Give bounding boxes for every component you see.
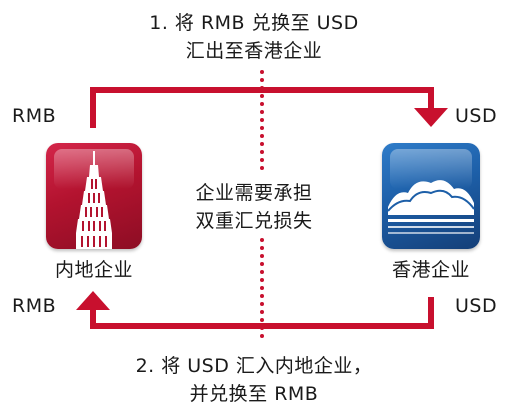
divider-dot (260, 166, 264, 170)
divider-dot (260, 102, 264, 106)
divider-dot (260, 326, 264, 330)
hongkong-enterprise-card (382, 143, 480, 249)
divider-dot (260, 70, 264, 74)
divider-dot (260, 254, 264, 258)
cloud-skyline-icon (387, 180, 475, 234)
divider-dot (260, 310, 264, 314)
divider-dot (260, 246, 264, 250)
divider-dot (260, 142, 264, 146)
dotted-divider (260, 70, 264, 338)
divider-dot (260, 334, 264, 338)
divider-dot (260, 110, 264, 114)
top-left-currency: RMB (12, 105, 57, 127)
divider-dot (260, 86, 264, 90)
divider-dot (260, 158, 264, 162)
skyscraper-icon (76, 151, 112, 249)
bottom-right-currency: USD (455, 295, 498, 317)
mainland-enterprise-label: 内地企业 (54, 259, 133, 281)
bottom-step-line1: 2. 将 USD 汇入内地企业， (135, 355, 373, 377)
divider-dot (260, 286, 264, 290)
divider-dot (260, 318, 264, 322)
divider-dot (260, 302, 264, 306)
divider-dot (260, 294, 264, 298)
hongkong-enterprise-label: 香港企业 (391, 259, 470, 281)
top-step-line1: 1. 将 RMB 兑换至 USD (149, 12, 359, 34)
divider-dot (260, 238, 264, 242)
divider-dot (260, 78, 264, 82)
divider-dot (260, 94, 264, 98)
top-step-line2: 汇出至香港企业 (185, 40, 323, 62)
center-note-line1: 企业需要承担 (195, 182, 313, 204)
divider-dot (260, 270, 264, 274)
bottom-flow-arrowhead (76, 291, 110, 310)
bottom-left-currency: RMB (12, 295, 57, 317)
divider-dot (260, 134, 264, 138)
top-right-currency: USD (455, 105, 498, 127)
divider-dot (260, 150, 264, 154)
top-flow-arrowhead (414, 108, 448, 127)
mainland-enterprise-card (46, 143, 142, 249)
divider-dot (260, 126, 264, 130)
divider-dot (260, 278, 264, 282)
divider-dot (260, 262, 264, 266)
divider-dot (260, 118, 264, 122)
center-note-line2: 双重汇兑损失 (195, 210, 313, 232)
bottom-step-line2: 并兑换至 RMB (189, 383, 319, 405)
